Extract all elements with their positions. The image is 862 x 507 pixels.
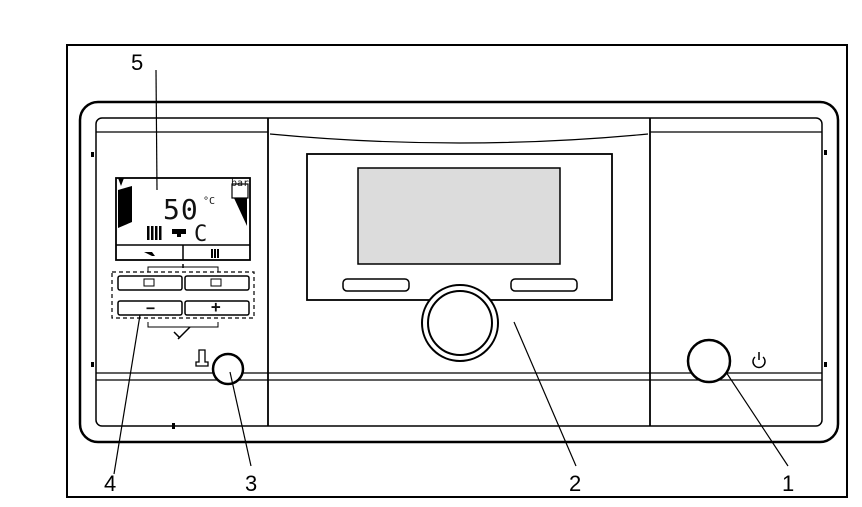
lcd-pressure-unit: bar (231, 178, 250, 189)
left-marker-bottom (91, 362, 94, 367)
power-button[interactable] (686, 338, 732, 384)
leader-line-2 (513, 321, 577, 467)
flame-bar-icon (118, 186, 132, 228)
right-marker-top (824, 150, 827, 155)
left-softkey-button[interactable] (117, 275, 183, 291)
callout-1: 1 (782, 471, 795, 496)
chimney-combo-icon (173, 326, 191, 340)
flame-icon (118, 178, 124, 186)
right-marker-bottom (824, 362, 827, 367)
plus-button[interactable] (184, 300, 250, 316)
module-left-button[interactable] (342, 278, 410, 292)
button-group-outline (111, 271, 255, 319)
module-right-button[interactable] (510, 278, 578, 292)
figure-frame (66, 44, 848, 498)
power-icon (752, 352, 766, 369)
minus-button[interactable] (117, 300, 183, 316)
leader-line-3 (229, 371, 252, 467)
callout-2: 2 (569, 471, 582, 496)
bottom-marker (172, 423, 175, 429)
button-bracket-bottom (147, 322, 219, 328)
tap-icon (172, 229, 186, 237)
control-module-screen (357, 167, 561, 265)
radiator-softkey-icon (211, 249, 219, 258)
lcd-status-code: C (194, 222, 208, 247)
radiator-icon (147, 226, 162, 240)
leader-line-1 (725, 371, 789, 467)
pressure-frame (231, 183, 249, 199)
plus-label: + (211, 297, 221, 316)
lcd-temperature-unit: °C (203, 196, 216, 207)
rotary-knob[interactable] (427, 290, 493, 356)
lcd-temperature: 50 (163, 193, 199, 226)
callout-5: 5 (131, 50, 144, 75)
top-band-center (269, 133, 649, 144)
leader-line-5 (155, 69, 158, 191)
callout-4: 4 (104, 471, 117, 496)
wrench-icon (144, 252, 155, 256)
pressure-bar-icon (234, 198, 247, 226)
right-softkey-button[interactable] (184, 275, 250, 291)
leader-line-4 (113, 314, 141, 475)
callout-3: 3 (245, 471, 258, 496)
chimney-sweep-button[interactable] (211, 352, 245, 386)
left-marker-top (91, 152, 94, 157)
chimney-sweep-icon (195, 349, 209, 367)
panel-inner-frame (95, 117, 823, 427)
minus-label: − (146, 299, 156, 317)
